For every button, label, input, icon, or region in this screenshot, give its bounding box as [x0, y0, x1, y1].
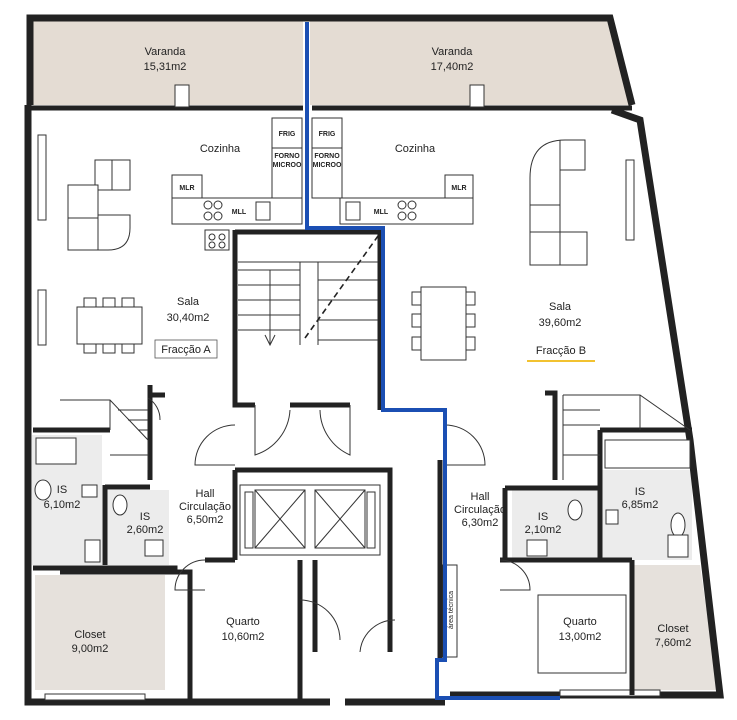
forno-b-label-1: FORNO	[314, 153, 340, 160]
varanda-a-floor	[30, 20, 303, 105]
frig-b-label: FRIG	[319, 131, 336, 138]
varanda-b-area: 17,40m2	[431, 61, 474, 73]
bathroom-fixtures	[34, 437, 691, 563]
hall-a-area: 6,50m2	[187, 514, 224, 526]
fraction-divider-line	[305, 22, 560, 700]
hall-b-area: 6,30m2	[462, 517, 499, 529]
bed-b	[537, 594, 627, 674]
fraccao-a-box	[154, 339, 218, 359]
cozinha-b-name: Cozinha	[395, 143, 436, 155]
forno-a-label-2: MICROO	[273, 162, 302, 169]
varanda-a-name: Varanda	[145, 46, 187, 58]
windows	[37, 84, 661, 701]
closet-a-name: Closet	[74, 629, 105, 641]
kitchen-b	[311, 117, 474, 225]
sofa-a	[67, 159, 131, 251]
quarto-b-name: Quarto	[563, 616, 597, 628]
is-b2-name: IS	[635, 486, 645, 498]
sofa-b	[529, 139, 588, 266]
hall-b-line1: Hall	[471, 491, 490, 503]
closet-b-floor	[632, 565, 718, 690]
varanda-b-floor	[310, 20, 632, 105]
closet-b-area: 7,60m2	[655, 637, 692, 649]
is-b1-name: IS	[538, 511, 548, 523]
is-b1-area: 2,10m2	[525, 524, 562, 536]
fraccao-b-label: Fracção B	[536, 345, 586, 357]
area-tecnica-label: área técnica	[448, 591, 455, 629]
varanda-a-area: 15,31m2	[144, 61, 187, 73]
frig-a-label: FRIG	[279, 131, 296, 138]
fraccao-a-label: Fracção A	[161, 344, 211, 356]
hall-a-line2: Circulação	[179, 501, 231, 513]
closet-b-name: Closet	[657, 623, 688, 635]
side-stairs	[60, 394, 691, 480]
sala-b-area: 39,60m2	[539, 317, 582, 329]
is-b2-area: 6,85m2	[622, 499, 659, 511]
closet-a-floor	[35, 575, 165, 690]
sala-b-name: Sala	[549, 301, 572, 313]
hall-b-line2: Circulação	[454, 504, 506, 516]
mlr-a-label: MLR	[179, 185, 194, 192]
sala-a-area: 30,40m2	[167, 312, 210, 324]
is-a1-area: 6,10m2	[44, 499, 81, 511]
mlr-b-label: MLR	[451, 185, 466, 192]
dining-table-b	[411, 286, 476, 361]
dining-table-a	[76, 297, 143, 354]
mll-a-label: MLL	[232, 209, 247, 216]
forno-b-label-2: MICROO	[313, 162, 342, 169]
quarto-a-name: Quarto	[226, 616, 260, 628]
is-a2-area: 2,60m2	[127, 524, 164, 536]
hall-a-line1: Hall	[196, 488, 215, 500]
is-a2-name: IS	[140, 511, 150, 523]
closet-a-area: 9,00m2	[72, 643, 109, 655]
cozinha-a-name: Cozinha	[200, 143, 241, 155]
mll-b-label: MLL	[374, 209, 389, 216]
varanda-b-name: Varanda	[432, 46, 474, 58]
quarto-b-area: 13,00m2	[559, 631, 602, 643]
elevators	[239, 484, 381, 556]
doors	[147, 397, 531, 653]
staircase	[238, 235, 379, 347]
interior-walls	[33, 229, 692, 700]
forno-a-label-1: FORNO	[274, 153, 300, 160]
is-a1-name: IS	[57, 484, 67, 496]
sala-a-name: Sala	[177, 296, 200, 308]
kitchen-a	[171, 117, 303, 251]
quarto-a-area: 10,60m2	[222, 631, 265, 643]
